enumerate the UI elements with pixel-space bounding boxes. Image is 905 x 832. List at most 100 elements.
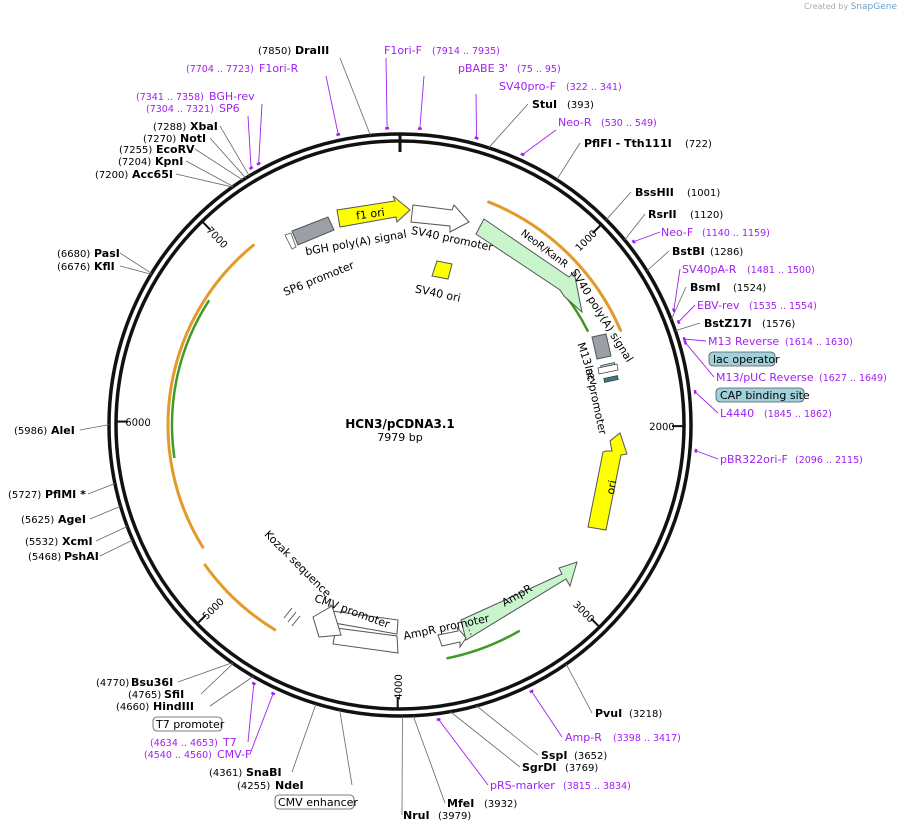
- enzyme-stui-pos: (393): [567, 100, 594, 111]
- primer-neo-f-range: (1140 .. 1159): [702, 228, 770, 239]
- primer-cmv-f-name: CMV-F: [217, 748, 251, 761]
- enzyme-pasi-name: PasI: [94, 247, 120, 260]
- enzyme-bsu36i-name: Bsu36I: [131, 676, 173, 689]
- t7-promoter-label: T7 promoter: [155, 718, 225, 731]
- enzyme-kpni-pos: (7204): [118, 157, 151, 168]
- primer-m13puc-reverse-range: (1627 .. 1649): [819, 373, 887, 384]
- enzyme-ndei-name: NdeI: [275, 779, 304, 792]
- primer-leader: [385, 57, 388, 129]
- enzyme-nrui-name: NruI: [403, 809, 430, 822]
- cap-binding-box: [715, 387, 805, 403]
- orf-neo-arc: [487, 200, 623, 332]
- enzyme-bsshii-pos: (1001): [687, 188, 720, 199]
- enzyme-leader: [291, 703, 317, 773]
- enzyme-leader: [556, 142, 581, 180]
- primer-site-mark: [671, 307, 676, 313]
- primer-t7-name: T7: [222, 736, 237, 749]
- enzyme-bsmi-pos: (1524): [733, 283, 766, 294]
- primer-site-mark: [270, 691, 276, 696]
- primer-amp-r-range: (3398 .. 3417): [613, 733, 681, 744]
- enzyme-leader-lines: [79, 57, 701, 816]
- enzyme-noti-name: NotI: [180, 132, 206, 145]
- enzyme-leader: [670, 286, 687, 320]
- kozak-mark: [283, 607, 301, 627]
- lac-promoter-label: lac promoter: [582, 364, 609, 436]
- enzyme-leader: [219, 125, 250, 177]
- enzyme-leader: [412, 715, 446, 804]
- enzyme-leader: [95, 526, 128, 542]
- enzyme-ecorv-pos: (7255): [119, 145, 152, 156]
- enzyme-bsshii-name: BssHII: [635, 186, 674, 199]
- primer-leader: [673, 268, 681, 311]
- primer-prs-marker-name: pRS-marker: [490, 779, 555, 792]
- primer-t7-range: (4634 .. 4653): [150, 738, 218, 749]
- enzyme-xbai-pos: (7288): [153, 122, 186, 133]
- primer-leader: [633, 231, 661, 243]
- primer-leader: [249, 693, 274, 755]
- tick-label-5000: 5000: [201, 597, 227, 623]
- enzyme-agei-pos: (5625): [21, 515, 54, 526]
- enzyme-leader: [339, 709, 353, 786]
- enzyme-snabi-pos: (4361): [209, 768, 242, 779]
- enzyme-alei-name: AleI: [51, 424, 75, 437]
- plasmid-name: HCN3/pCDNA3.1: [345, 417, 455, 431]
- enzyme-leader: [476, 705, 539, 756]
- enzyme-kpni-name: KpnI: [155, 155, 183, 168]
- bgh-polya-shape: [291, 216, 335, 246]
- enzyme-leader: [624, 213, 646, 241]
- enzyme-pflfi-name: PflFI - Tth111I: [584, 137, 672, 150]
- primer-site-mark: [682, 336, 687, 342]
- primer-f1ori-f-name: F1ori-F: [384, 44, 422, 57]
- primer-site-mark: [631, 239, 636, 244]
- enzyme-xcmi-pos: (5532): [25, 537, 58, 548]
- orf-hcn3-lower-arc: [203, 563, 277, 632]
- tick-label-1000: 1000: [574, 228, 600, 254]
- primer-ebv-rev-name: EBV-rev: [697, 299, 740, 312]
- credit-prefix: Created by: [804, 2, 849, 11]
- enzyme-ndei-pos: (4255): [237, 781, 270, 792]
- primer-leader: [258, 103, 263, 164]
- enzyme-sspi-name: SspI: [541, 749, 567, 762]
- m13-rev-mark: [597, 363, 619, 375]
- cap-binding-mark: [603, 375, 619, 383]
- cmv-promoter-body: [332, 627, 399, 654]
- primer-leader: [522, 129, 557, 155]
- enzyme-ecorv-name: EcoRV: [156, 143, 195, 156]
- enzyme-acc65i-pos: (7200): [95, 170, 128, 181]
- enzyme-bstbi-pos: (1286): [710, 247, 743, 258]
- primer-pbr322ori-f-range: (2096 .. 2115): [795, 455, 863, 466]
- enzyme-pflfi-pos: (722): [685, 139, 712, 150]
- primer-leader: [419, 75, 425, 129]
- primer-f1ori-r-range: (7704 .. 7723): [186, 64, 254, 75]
- enzyme-mfei-name: MfeI: [447, 797, 474, 810]
- enzyme-leader: [177, 662, 233, 683]
- primer-pbr322ori-f-name: pBR322ori-F: [720, 453, 788, 466]
- primer-leader: [684, 338, 707, 342]
- tick-label-6000: 6000: [125, 418, 151, 429]
- enzyme-leader: [119, 265, 152, 275]
- enzyme-snabi-name: SnaBI: [246, 766, 282, 779]
- primer-sp6-name: SP6: [219, 102, 240, 115]
- primer-leader: [325, 75, 339, 135]
- primer-leader: [247, 683, 255, 743]
- primer-m13puc-reverse-name: M13/pUC Reverse: [716, 371, 814, 384]
- enzyme-pflmi-name: PflMI *: [45, 488, 86, 501]
- sp6-promoter-shape: [284, 232, 297, 250]
- enzyme-leader: [646, 250, 670, 272]
- enzyme-leader: [339, 57, 371, 136]
- ampr-promoter-shape: [437, 626, 467, 649]
- tick-7000: [201, 220, 212, 231]
- primer-l4440-name: L4440: [720, 407, 754, 420]
- primer-sp6-range: (7304 .. 7321): [146, 104, 214, 115]
- primer-leader: [678, 304, 696, 323]
- primer-leader: [438, 719, 489, 786]
- primer-site-mark: [529, 689, 534, 694]
- primer-m13-reverse-range: (1614 .. 1630): [785, 337, 853, 348]
- plasmid-length: 7979 bp: [377, 431, 422, 444]
- ampr-shape: [460, 561, 578, 641]
- primer-m13-reverse-name: M13 Reverse: [708, 335, 779, 348]
- enzyme-hindiii-name: HindIII: [153, 700, 194, 713]
- enzyme-leader: [488, 103, 529, 149]
- tick-3000: [590, 617, 601, 628]
